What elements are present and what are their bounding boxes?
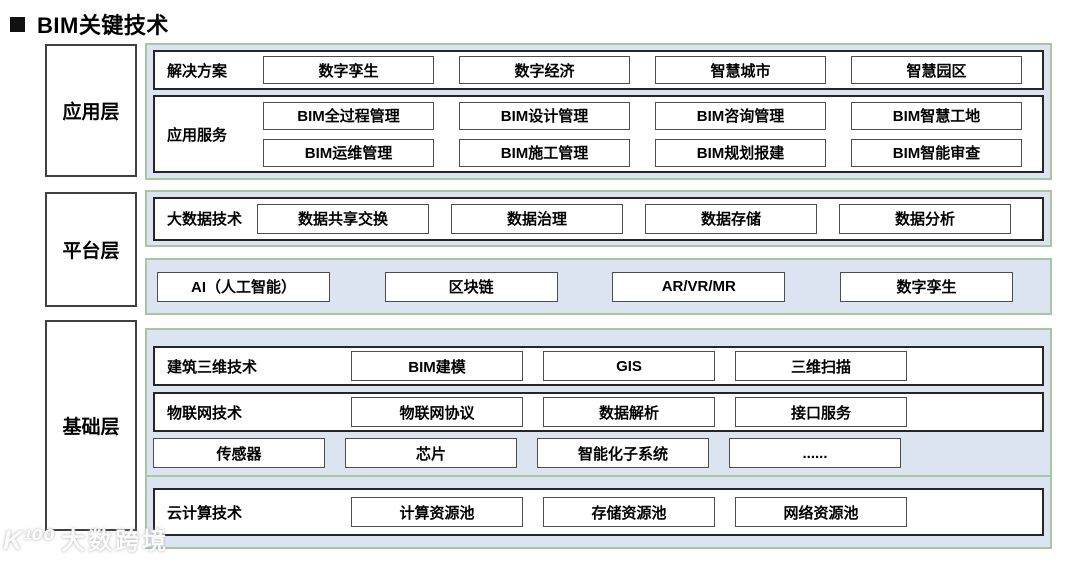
solution-row: 解决方案 数字孪生 数字经济 智慧城市 智慧园区 <box>153 50 1044 90</box>
item-box: BIM咨询管理 <box>655 101 826 130</box>
item-box: AR/VR/MR <box>612 271 786 302</box>
item-box: ...... <box>729 438 901 468</box>
item-box: 数字孪生 <box>263 56 434 84</box>
service-items-bottom: BIM运维管理 BIM施工管理 BIM规划报建 BIM智能审查 <box>263 138 1022 167</box>
row-label-cloud: 云计算技术 <box>167 504 243 522</box>
item-box: AI（人工智能） <box>157 271 330 302</box>
iot-items: 物联网协议 数据解析 接口服务 <box>351 397 907 427</box>
item-box: 数据治理 <box>451 203 623 234</box>
item-box: BIM设计管理 <box>459 101 630 130</box>
row-label-solution: 解决方案 <box>167 62 228 80</box>
building-3d-row: 建筑三维技术 BIM建模 GIS 三维扫描 <box>153 346 1044 386</box>
row-label-bigdata: 大数据技术 <box>167 211 243 228</box>
application-layer-group: 解决方案 数字孪生 数字经济 智慧城市 智慧园区 应用服务 BIM全过程管理 B… <box>145 43 1052 180</box>
bigdata-tech-group: 大数据技术 数据共享交换 数据治理 数据存储 数据分析 <box>145 190 1052 247</box>
item-box: BIM智能审查 <box>851 138 1022 167</box>
square-bullet-icon <box>10 16 25 32</box>
item-box: 传感器 <box>153 438 325 468</box>
title-text: BIM关键技术 <box>37 13 169 38</box>
item-box: 数字经济 <box>459 56 630 84</box>
platform-tech-group: AI（人工智能） 区块链 AR/VR/MR 数字孪生 <box>145 258 1052 315</box>
building-3d-items: BIM建模 GIS 三维扫描 <box>351 351 907 381</box>
item-box: GIS <box>543 351 715 381</box>
bigdata-items: 数据共享交换 数据治理 数据存储 数据分析 <box>257 203 1011 234</box>
bigdata-row: 大数据技术 数据共享交换 数据治理 数据存储 数据分析 <box>153 196 1044 241</box>
application-service-row: 应用服务 BIM全过程管理 BIM设计管理 BIM咨询管理 BIM智慧工地 BI… <box>153 95 1044 173</box>
item-box: 计算资源池 <box>351 497 523 527</box>
item-box: 网络资源池 <box>735 497 907 527</box>
service-items-top: BIM全过程管理 BIM设计管理 BIM咨询管理 BIM智慧工地 <box>263 101 1022 130</box>
cloud-computing-group: 云计算技术 计算资源池 存储资源池 网络资源池 <box>145 475 1052 549</box>
row-label-building-3d: 建筑三维技术 <box>167 358 258 376</box>
foundation-tech-group: 建筑三维技术 BIM建模 GIS 三维扫描 物联网技术 物联网协议 数据解析 接… <box>145 328 1052 477</box>
solution-items: 数字孪生 数字经济 智慧城市 智慧园区 <box>263 56 1022 84</box>
item-box: BIM全过程管理 <box>263 101 434 130</box>
item-box: 数据共享交换 <box>257 203 429 234</box>
item-box: 数据解析 <box>543 397 715 427</box>
row-label-iot: 物联网技术 <box>167 404 243 422</box>
cloud-row: 云计算技术 计算资源池 存储资源池 网络资源池 <box>153 488 1044 536</box>
item-box: BIM运维管理 <box>263 138 434 167</box>
row-label-service: 应用服务 <box>167 126 228 144</box>
item-box: BIM规划报建 <box>655 138 826 167</box>
item-box: 数字孪生 <box>839 271 1013 302</box>
item-box: 智能化子系统 <box>537 438 709 468</box>
item-box: BIM智慧工地 <box>851 101 1022 130</box>
item-box: 接口服务 <box>735 397 907 427</box>
item-box: 智慧园区 <box>851 56 1022 84</box>
item-box: 物联网协议 <box>351 397 523 427</box>
layer-label-platform: 平台层 <box>45 192 137 307</box>
item-box: 数据分析 <box>839 203 1011 234</box>
cloud-items: 计算资源池 存储资源池 网络资源池 <box>351 497 907 527</box>
layer-label-foundation: 基础层 <box>45 320 137 531</box>
layer-label-application: 应用层 <box>45 44 137 177</box>
iot-hardware-row: 传感器 芯片 智能化子系统 ...... <box>153 438 1044 468</box>
page-title: BIM关键技术 <box>10 8 169 40</box>
item-box: 存储资源池 <box>543 497 715 527</box>
item-box: BIM建模 <box>351 351 523 381</box>
iot-row: 物联网技术 物联网协议 数据解析 接口服务 <box>153 392 1044 432</box>
item-box: 数据存储 <box>645 203 817 234</box>
item-box: 三维扫描 <box>735 351 907 381</box>
service-item-rows: BIM全过程管理 BIM设计管理 BIM咨询管理 BIM智慧工地 BIM运维管理… <box>263 101 1022 167</box>
item-box: 智慧城市 <box>655 56 826 84</box>
item-box: 芯片 <box>345 438 517 468</box>
item-box: 区块链 <box>384 271 558 302</box>
item-box: BIM施工管理 <box>459 138 630 167</box>
